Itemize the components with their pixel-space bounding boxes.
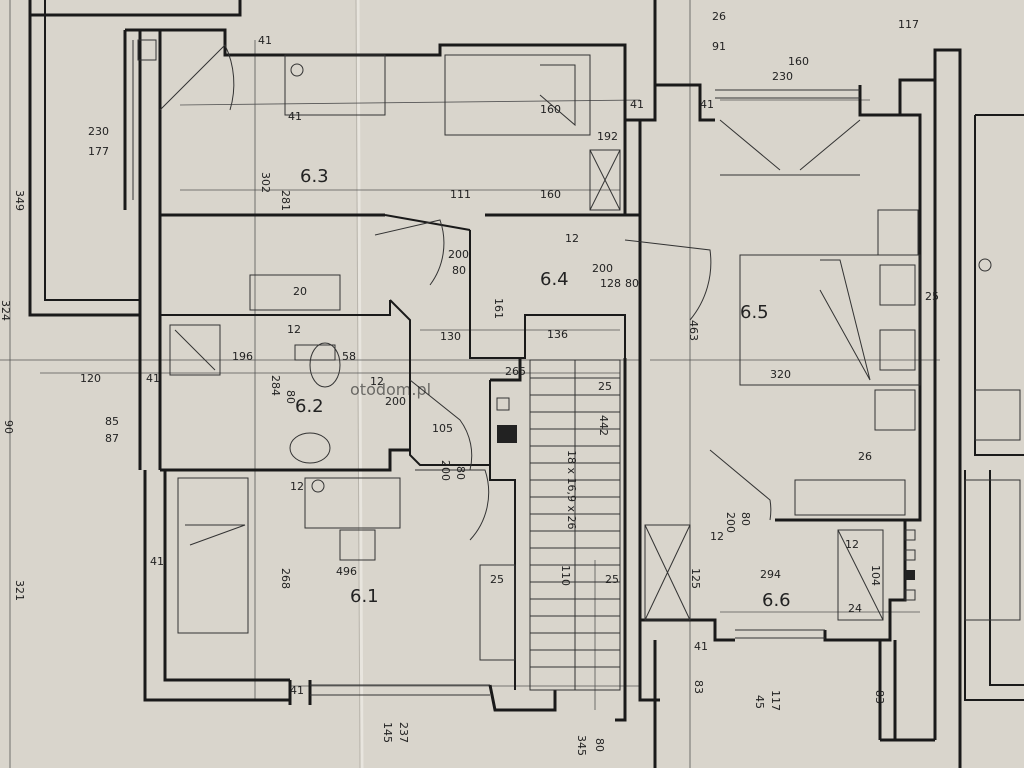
dim-label: 442	[597, 415, 610, 436]
dim-label: 230	[88, 125, 109, 138]
room-label-6-3: 6.3	[300, 166, 329, 187]
dim-label: 128	[600, 277, 621, 290]
dim-label: 80	[739, 512, 752, 526]
dim-label: 12	[370, 375, 384, 388]
dim-label: 41	[700, 98, 714, 111]
dim-label: 192	[597, 130, 618, 143]
dim-label: 110	[559, 565, 572, 586]
dim-label: 160	[540, 103, 561, 116]
dim-label: 80	[454, 466, 467, 480]
furniture	[137, 39, 1021, 661]
room-label-6-6: 6.6	[762, 590, 791, 611]
dim-label: 41	[258, 34, 272, 47]
dimension-labels: 41 26 91 117 160 230 41 41 177 230 349 3…	[0, 10, 939, 756]
dim-label: 111	[450, 188, 471, 201]
dim-label: 145	[381, 722, 394, 743]
room-label-6-1: 6.1	[350, 586, 379, 607]
dim-label: 281	[279, 190, 292, 211]
dim-label: 237	[397, 722, 410, 743]
dim-label: 294	[760, 568, 781, 581]
dim-label: 80	[452, 264, 466, 277]
dim-label: 26	[858, 450, 872, 463]
room-label-6-2: 6.2	[295, 396, 324, 417]
dim-label: 80	[625, 277, 639, 290]
dim-label: 105	[432, 422, 453, 435]
dim-label: 12	[845, 538, 859, 551]
dim-label: 20	[293, 285, 307, 298]
dim-label: 91	[712, 40, 726, 53]
dim-label: 463	[687, 320, 700, 341]
dim-label: 230	[772, 70, 793, 83]
paper-fold	[356, 0, 364, 768]
dim-label: 58	[342, 350, 356, 363]
dim-label: 25	[490, 573, 504, 586]
dim-label: 12	[287, 323, 301, 336]
dim-label: 41	[290, 684, 304, 697]
dim-label: 25	[925, 290, 939, 303]
dim-label: 160	[540, 188, 561, 201]
dim-label: 302	[259, 172, 272, 193]
room-label-6-5: 6.5	[740, 302, 769, 323]
dim-label: 130	[440, 330, 461, 343]
dim-label: 117	[769, 690, 782, 711]
dim-label: 83	[692, 680, 705, 694]
dim-label: 196	[232, 350, 253, 363]
dim-label: 25	[598, 380, 612, 393]
dim-label: 161	[492, 298, 505, 319]
dim-label: 345	[575, 735, 588, 756]
dim-label: 284	[269, 375, 282, 396]
dim-label: 320	[770, 368, 791, 381]
dim-label: 80	[284, 390, 297, 404]
dim-label: 349	[13, 190, 26, 211]
dim-label: 321	[13, 580, 26, 601]
dim-label: 160	[788, 55, 809, 68]
dim-label: 104	[869, 565, 882, 586]
dim-label: 136	[547, 328, 568, 341]
room-label-6-4: 6.4	[540, 269, 569, 290]
dim-label: 117	[898, 18, 919, 31]
dim-label: 265	[505, 365, 526, 378]
dim-label: 12	[290, 480, 304, 493]
stairs-label: 18 x 16,9 x 26	[565, 450, 578, 530]
dim-label: 125	[689, 568, 702, 589]
dim-label: 200	[448, 248, 469, 261]
dim-label: 12	[710, 530, 724, 543]
windows	[132, 40, 860, 696]
dim-label: 45	[753, 695, 766, 709]
dim-label: 200	[724, 512, 737, 533]
dim-label: 80	[593, 738, 606, 752]
dim-label: 26	[712, 10, 726, 23]
dim-label: 324	[0, 300, 12, 321]
dim-label: 120	[80, 372, 101, 385]
dim-label: 41	[630, 98, 644, 111]
doors	[159, 44, 861, 541]
dim-label: 12	[565, 232, 579, 245]
dim-label: 90	[2, 420, 15, 434]
dim-label: 83	[873, 690, 886, 704]
dim-label: 25	[605, 573, 619, 586]
dim-label: 268	[279, 568, 292, 589]
dim-label: 41	[150, 555, 164, 568]
dimension-lines	[0, 0, 940, 768]
stairs	[529, 359, 621, 691]
dim-label: 496	[336, 565, 357, 578]
watermark: otodom.pl	[350, 380, 431, 399]
dim-label: 24	[848, 602, 862, 615]
dim-label: 177	[88, 145, 109, 158]
dim-label: 200	[439, 460, 452, 481]
dim-label: 85	[105, 415, 119, 428]
walls	[28, 0, 1024, 768]
dim-label: 41	[694, 640, 708, 653]
dim-label: 41	[146, 372, 160, 385]
dim-label: 200	[592, 262, 613, 275]
paper-fold-shadow	[355, 0, 361, 768]
dim-label: 87	[105, 432, 119, 445]
dim-label: 41	[288, 110, 302, 123]
dim-label: 200	[385, 395, 406, 408]
